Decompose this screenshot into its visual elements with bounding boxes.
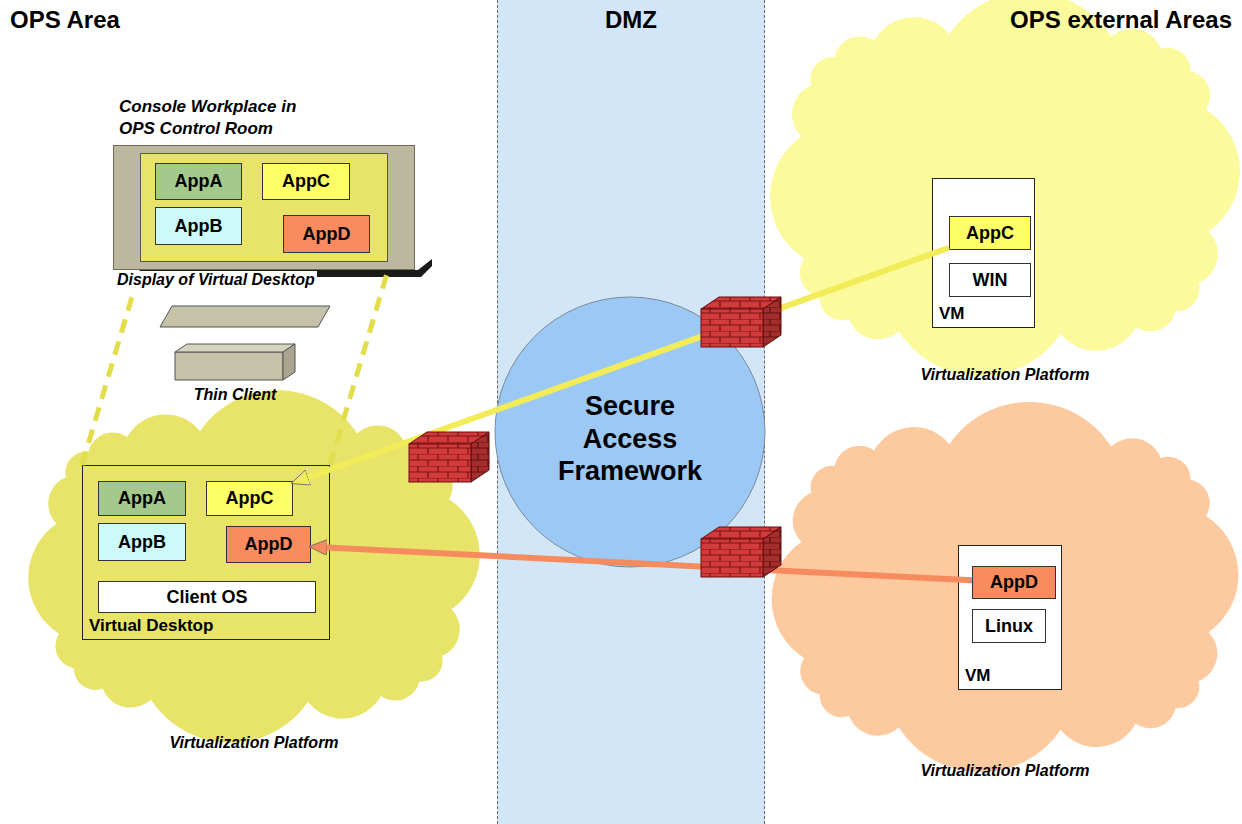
box-label: WIN [973,270,1008,291]
app-box: AppB [155,207,242,245]
virtualization-cloud: Virtualization Platform VM AppD Linux [775,418,1235,790]
app-box: AppD [226,526,311,563]
firewall [701,297,781,347]
box-label: AppA [118,488,166,509]
vm-frame: VM AppC WIN [932,178,1035,328]
firewall [701,527,781,577]
platform-label: Virtualization Platform [775,366,1235,384]
box-label: AppD [245,534,293,555]
node-label: Thin Client [165,386,305,404]
virtual-desktop-frame: Virtual Desktop AppA AppC AppB AppD Client OS [82,465,330,640]
app-box: AppA [155,163,242,200]
app-box: AppC [949,216,1031,250]
node-label: VM [939,304,965,324]
cloud-shape [770,0,1240,376]
os-box: Client OS [98,581,316,613]
box-label: AppD [303,224,351,245]
console-monitor: Console Workplace in OPS Control RoomDis… [113,88,433,300]
cloud-shape [772,402,1239,772]
node-label: VM [965,666,991,686]
access-framework-circle: Secure Access Framework [493,295,767,569]
os-box: Linux [972,609,1046,643]
box-label: Client OS [166,587,247,608]
thin-client-face [175,352,283,380]
thin-client: Thin Client [165,338,305,410]
node-label: Virtual Desktop [89,616,213,636]
box-label: AppC [282,171,330,192]
access-arrow [327,547,972,580]
box-label: AppC [226,488,274,509]
app-box: AppB [98,523,186,561]
display-link [82,270,388,465]
box-label: AppC [966,223,1014,244]
platform-label: Virtualization Platform [30,734,478,752]
box-label: Linux [985,616,1033,637]
node-label: Secure Access Framework [543,390,718,487]
node-label: Display of Virtual Desktop [115,271,317,289]
cloud-shape [28,390,479,742]
firewall [409,432,489,482]
node-label: Console Workplace in OPS Control Room [119,96,319,140]
thin-client-face [283,344,295,380]
keyboard [160,306,330,327]
vm-frame: VM AppD Linux [958,545,1062,690]
circle-shape [495,297,765,567]
app-box: AppD [972,566,1056,599]
box-label: AppB [118,532,166,553]
box-label: AppD [990,572,1038,593]
box-label: AppA [175,171,223,192]
thin-client-box [165,338,305,382]
virtualization-cloud: Virtualization Platform VM AppC WIN [775,8,1235,393]
access-arrow [308,248,949,478]
area-heading: OPS external Areas [1010,6,1232,34]
app-box: AppD [283,215,370,253]
os-box: WIN [949,263,1031,297]
area-heading: OPS Area [10,6,120,34]
node-label: DMZ [498,6,764,34]
app-box: AppC [262,163,350,200]
app-box: AppA [98,481,186,516]
app-box: AppC [206,481,293,516]
thin-client-face [175,344,295,352]
platform-label: Virtualization Platform [775,762,1235,780]
virtualization-cloud: Virtualization Platform Virtual Desktop Ap… [30,405,478,765]
box-label: AppB [175,216,223,237]
